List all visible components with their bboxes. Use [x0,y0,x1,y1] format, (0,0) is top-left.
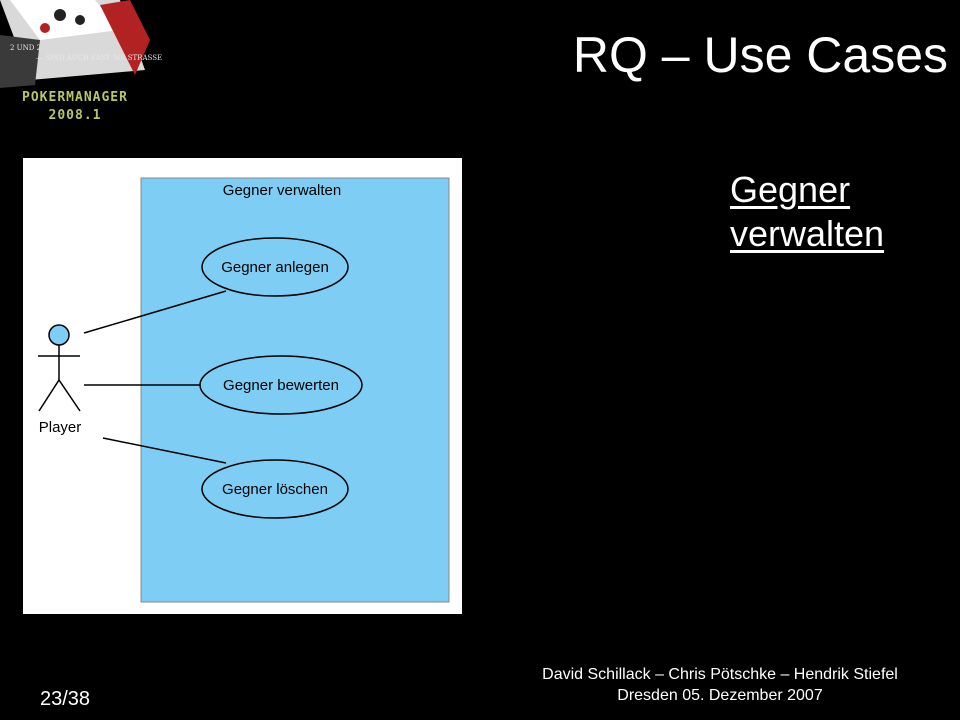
use-case-label: Gegner anlegen [221,259,329,276]
logo-version: 2008.1 [48,108,102,123]
actor-player [38,324,81,412]
association-line-loeschen [102,437,227,464]
use-case-label: Gegner bewerten [223,377,339,394]
use-case-label: Gegner löschen [222,481,328,498]
page-number: 23/38 [40,688,91,710]
logo-name: POKERMANAGER [22,90,128,105]
system-boundary-label: Gegner verwalten [223,182,341,199]
use-case-diagram-canvas: Gegner verwalten Player Gegner anlegen G… [38,177,450,603]
pokermanager-logo: 2 UND 2 — SIND AUCH FAST 'NE STRASSE POK… [0,0,162,135]
logo-tagline-1: 2 UND 2 [10,44,41,52]
footer: David Schillack – Chris Pötschke – Hendr… [500,664,940,706]
association-line-anlegen [83,290,227,334]
page-title: RQ – Use Cases [572,27,948,83]
use-case-gegner-anlegen [201,237,349,297]
playing-cards-icon [0,0,150,88]
use-case-gegner-bewerten [199,355,363,415]
actor-label: Player [39,419,82,436]
logo-tagline-2: — SIND AUCH FAST 'NE STRASSE [36,54,163,62]
gegner-verwalten-link[interactable]: Gegner verwalten [730,169,885,254]
footer-authors: David Schillack – Chris Pötschke – Hendr… [542,666,898,683]
use-case-diagram: Gegner verwalten Player Gegner anlegen G… [23,158,462,614]
footer-date: Dresden 05. Dezember 2007 [617,687,823,704]
use-case-gegner-loeschen [201,459,349,519]
actor-head [48,324,70,346]
